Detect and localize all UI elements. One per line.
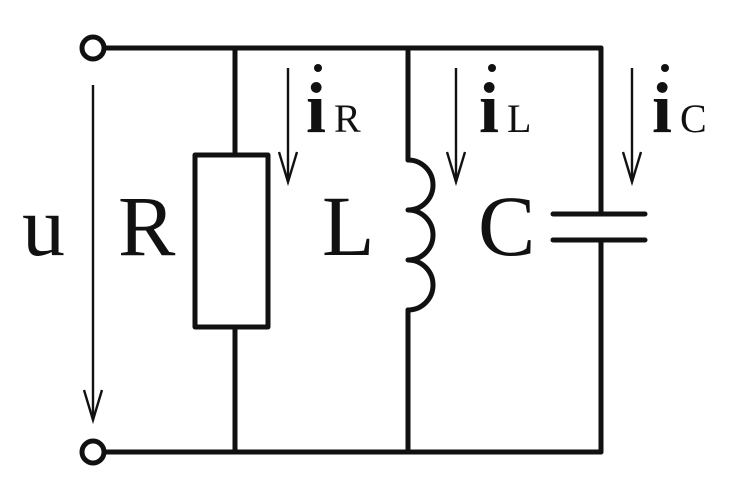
resistor-current-subscript: R [334, 96, 361, 141]
inductor-current-arrow [445, 68, 467, 187]
resistor-current-arrow [277, 68, 299, 187]
capacitor-label: C [478, 178, 535, 274]
inductor-current-symbol: i [479, 68, 499, 148]
inductor-current-subscript: L [507, 96, 531, 141]
inductor-current-dot [488, 64, 496, 72]
capacitor-current-symbol: i [652, 68, 672, 148]
resistor-current-dot [314, 64, 322, 72]
resistor [192, 152, 271, 330]
capacitor-current-dot [661, 64, 669, 72]
inductor-coil [405, 157, 436, 313]
resistor-label: R [118, 178, 176, 274]
voltage-arrow [82, 85, 104, 425]
resistor-current-symbol: i [306, 68, 326, 148]
capacitor-current-subscript: C [680, 96, 707, 141]
capacitor-current-arrow [621, 68, 643, 187]
top-terminal [79, 34, 107, 62]
inductor-label: L [322, 178, 375, 274]
voltage-label: u [22, 178, 65, 274]
bottom-terminal [79, 438, 107, 466]
